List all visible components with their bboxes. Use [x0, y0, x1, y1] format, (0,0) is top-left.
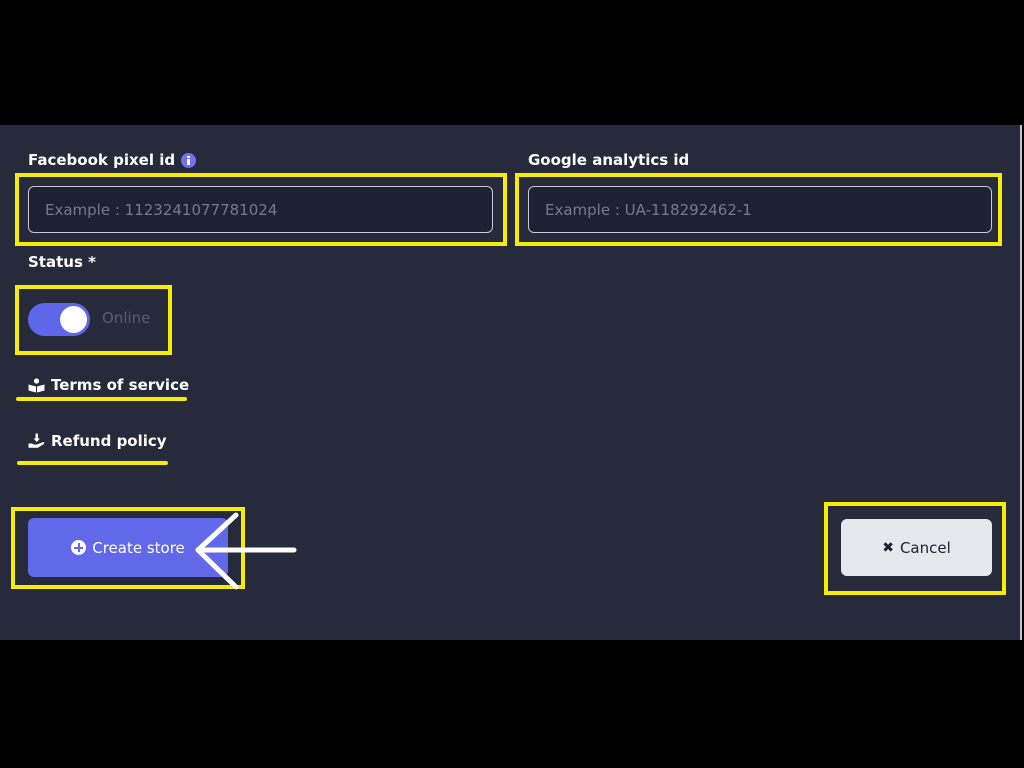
google-analytics-input[interactable] [528, 186, 992, 233]
facebook-pixel-input[interactable] [28, 186, 493, 233]
create-store-label: Create store [92, 538, 185, 557]
google-input-highlight [515, 173, 1002, 246]
plus-circle-icon [71, 540, 87, 555]
create-store-button[interactable]: Create store [28, 518, 228, 577]
cancel-button[interactable]: ✖ Cancel [841, 519, 992, 576]
info-circle-icon[interactable] [181, 152, 197, 168]
facebook-pixel-label: Facebook pixel id [28, 151, 197, 169]
book-reader-icon [28, 377, 45, 392]
arrow-left-icon [195, 512, 297, 590]
facebook-pixel-label-text: Facebook pixel id [28, 151, 176, 169]
hand-holding-icon [28, 433, 45, 448]
terms-underline-annotation [16, 397, 187, 401]
status-toggle-highlight [15, 285, 172, 355]
google-analytics-label: Google analytics id [528, 151, 689, 169]
status-toggle[interactable] [28, 303, 90, 336]
cancel-label: Cancel [899, 538, 951, 557]
status-state-text: Online [102, 309, 151, 327]
status-label: Status * [28, 253, 96, 271]
terms-of-service-link[interactable]: Terms of service [28, 376, 189, 394]
refund-policy-link[interactable]: Refund policy [28, 432, 167, 450]
facebook-input-highlight [15, 173, 507, 246]
refund-policy-label: Refund policy [51, 432, 167, 450]
times-icon: ✖ [882, 539, 894, 556]
terms-of-service-label: Terms of service [51, 376, 190, 394]
toggle-knob [60, 306, 87, 333]
google-analytics-label-text: Google analytics id [528, 151, 690, 169]
status-label-text: Status * [28, 253, 96, 271]
cancel-highlight [824, 502, 1006, 595]
refund-underline-annotation [17, 461, 168, 465]
